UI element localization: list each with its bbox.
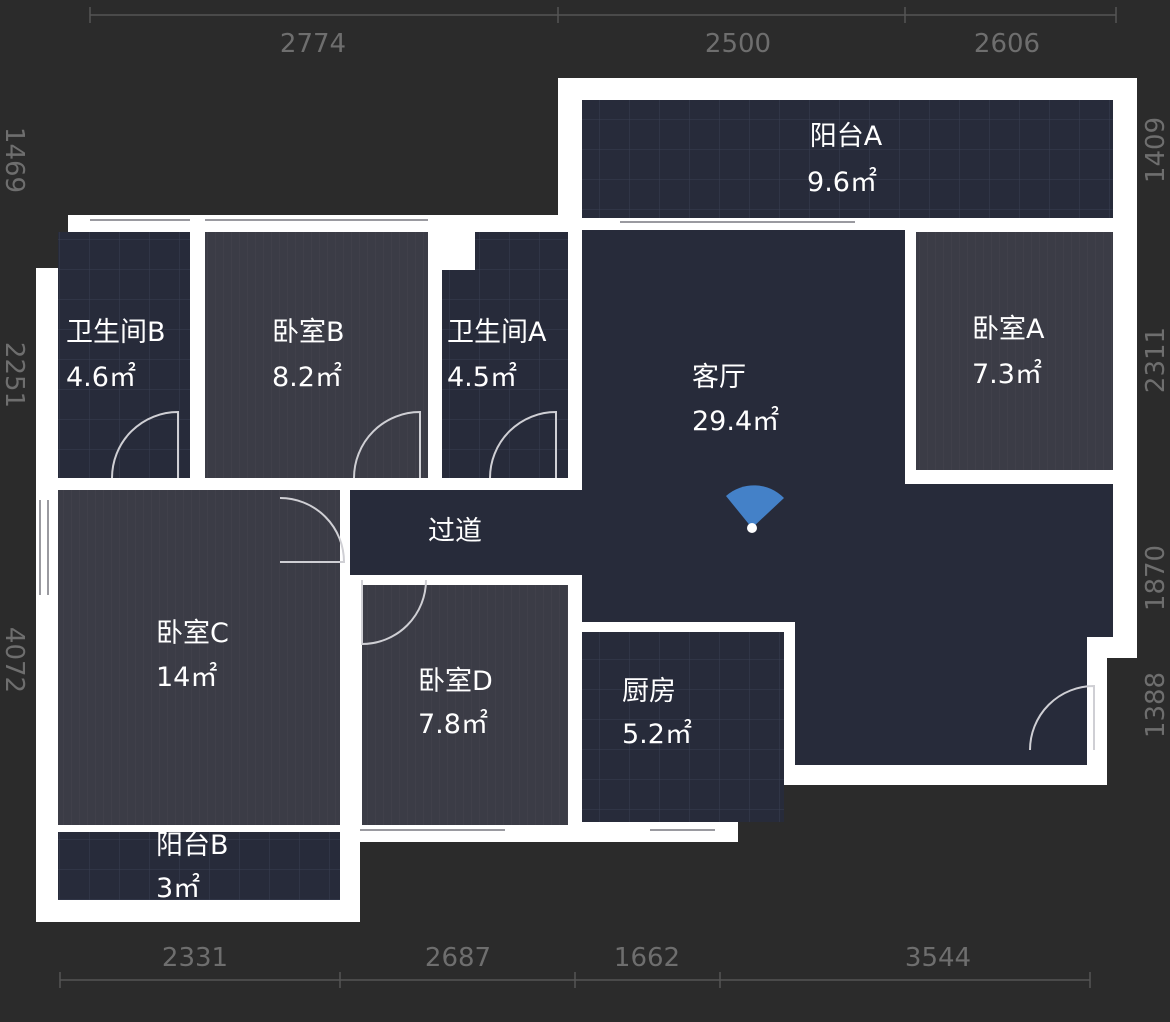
area-bathroom-a: 4.5㎡ xyxy=(447,362,517,393)
room-bedroom-a[interactable] xyxy=(916,232,1113,470)
windows xyxy=(39,219,855,831)
room-bedroom-d[interactable] xyxy=(362,585,568,825)
room-bathroom-a[interactable] xyxy=(442,232,568,478)
dim-right-3: 1870 xyxy=(1141,545,1170,611)
label-bedroom-a: 卧室A xyxy=(972,314,1045,345)
dim-bottom-4: 3544 xyxy=(905,943,971,973)
label-kitchen: 厨房 xyxy=(622,676,676,707)
label-corridor: 过道 xyxy=(428,516,482,547)
dim-right-2: 2311 xyxy=(1141,327,1170,393)
label-balcony-b: 阳台B xyxy=(156,830,229,861)
label-bedroom-b: 卧室B xyxy=(272,317,345,348)
dim-left-1: 1469 xyxy=(0,127,29,193)
room-kitchen[interactable] xyxy=(582,632,784,822)
area-bedroom-c: 14㎡ xyxy=(156,662,217,693)
area-bedroom-d: 7.8㎡ xyxy=(418,709,488,740)
area-bedroom-b: 8.2㎡ xyxy=(272,362,342,393)
label-bedroom-d: 卧室D xyxy=(418,666,493,697)
label-living-room: 客厅 xyxy=(692,362,746,393)
dim-top-3: 2606 xyxy=(974,29,1040,59)
label-balcony-a: 阳台A xyxy=(810,121,883,152)
room-bathroom-b[interactable] xyxy=(58,232,190,478)
camera-view-icon xyxy=(726,485,784,533)
dim-right-4: 1388 xyxy=(1141,672,1170,738)
area-bathroom-b: 4.6㎡ xyxy=(66,362,136,393)
dim-right-1: 1409 xyxy=(1141,117,1170,183)
room-balcony-b[interactable] xyxy=(58,832,340,900)
area-bedroom-a: 7.3㎡ xyxy=(972,359,1042,390)
label-bathroom-b: 卫生间B xyxy=(66,317,166,348)
dim-bottom-2: 2687 xyxy=(425,943,491,973)
dim-bottom-3: 1662 xyxy=(614,943,680,973)
room-bedroom-b[interactable] xyxy=(205,232,428,478)
area-living-room: 29.4㎡ xyxy=(692,406,779,437)
room-balcony-a[interactable] xyxy=(582,100,1113,218)
dimension-lines xyxy=(59,7,1117,988)
area-balcony-b: 3㎡ xyxy=(156,873,200,904)
dim-left-3: 4072 xyxy=(0,627,29,693)
label-bedroom-c: 卧室C xyxy=(156,618,229,649)
dim-top-2: 2500 xyxy=(705,29,771,59)
dim-bottom-1: 2331 xyxy=(162,943,228,973)
label-bathroom-a: 卫生间A xyxy=(447,317,547,348)
dim-top-1: 2774 xyxy=(280,29,346,59)
doors xyxy=(111,410,1095,751)
dim-left-2: 2251 xyxy=(0,342,29,408)
area-balcony-a: 9.6㎡ xyxy=(807,167,877,198)
room-bedroom-c[interactable] xyxy=(58,490,340,825)
area-kitchen: 5.2㎡ xyxy=(622,719,692,750)
